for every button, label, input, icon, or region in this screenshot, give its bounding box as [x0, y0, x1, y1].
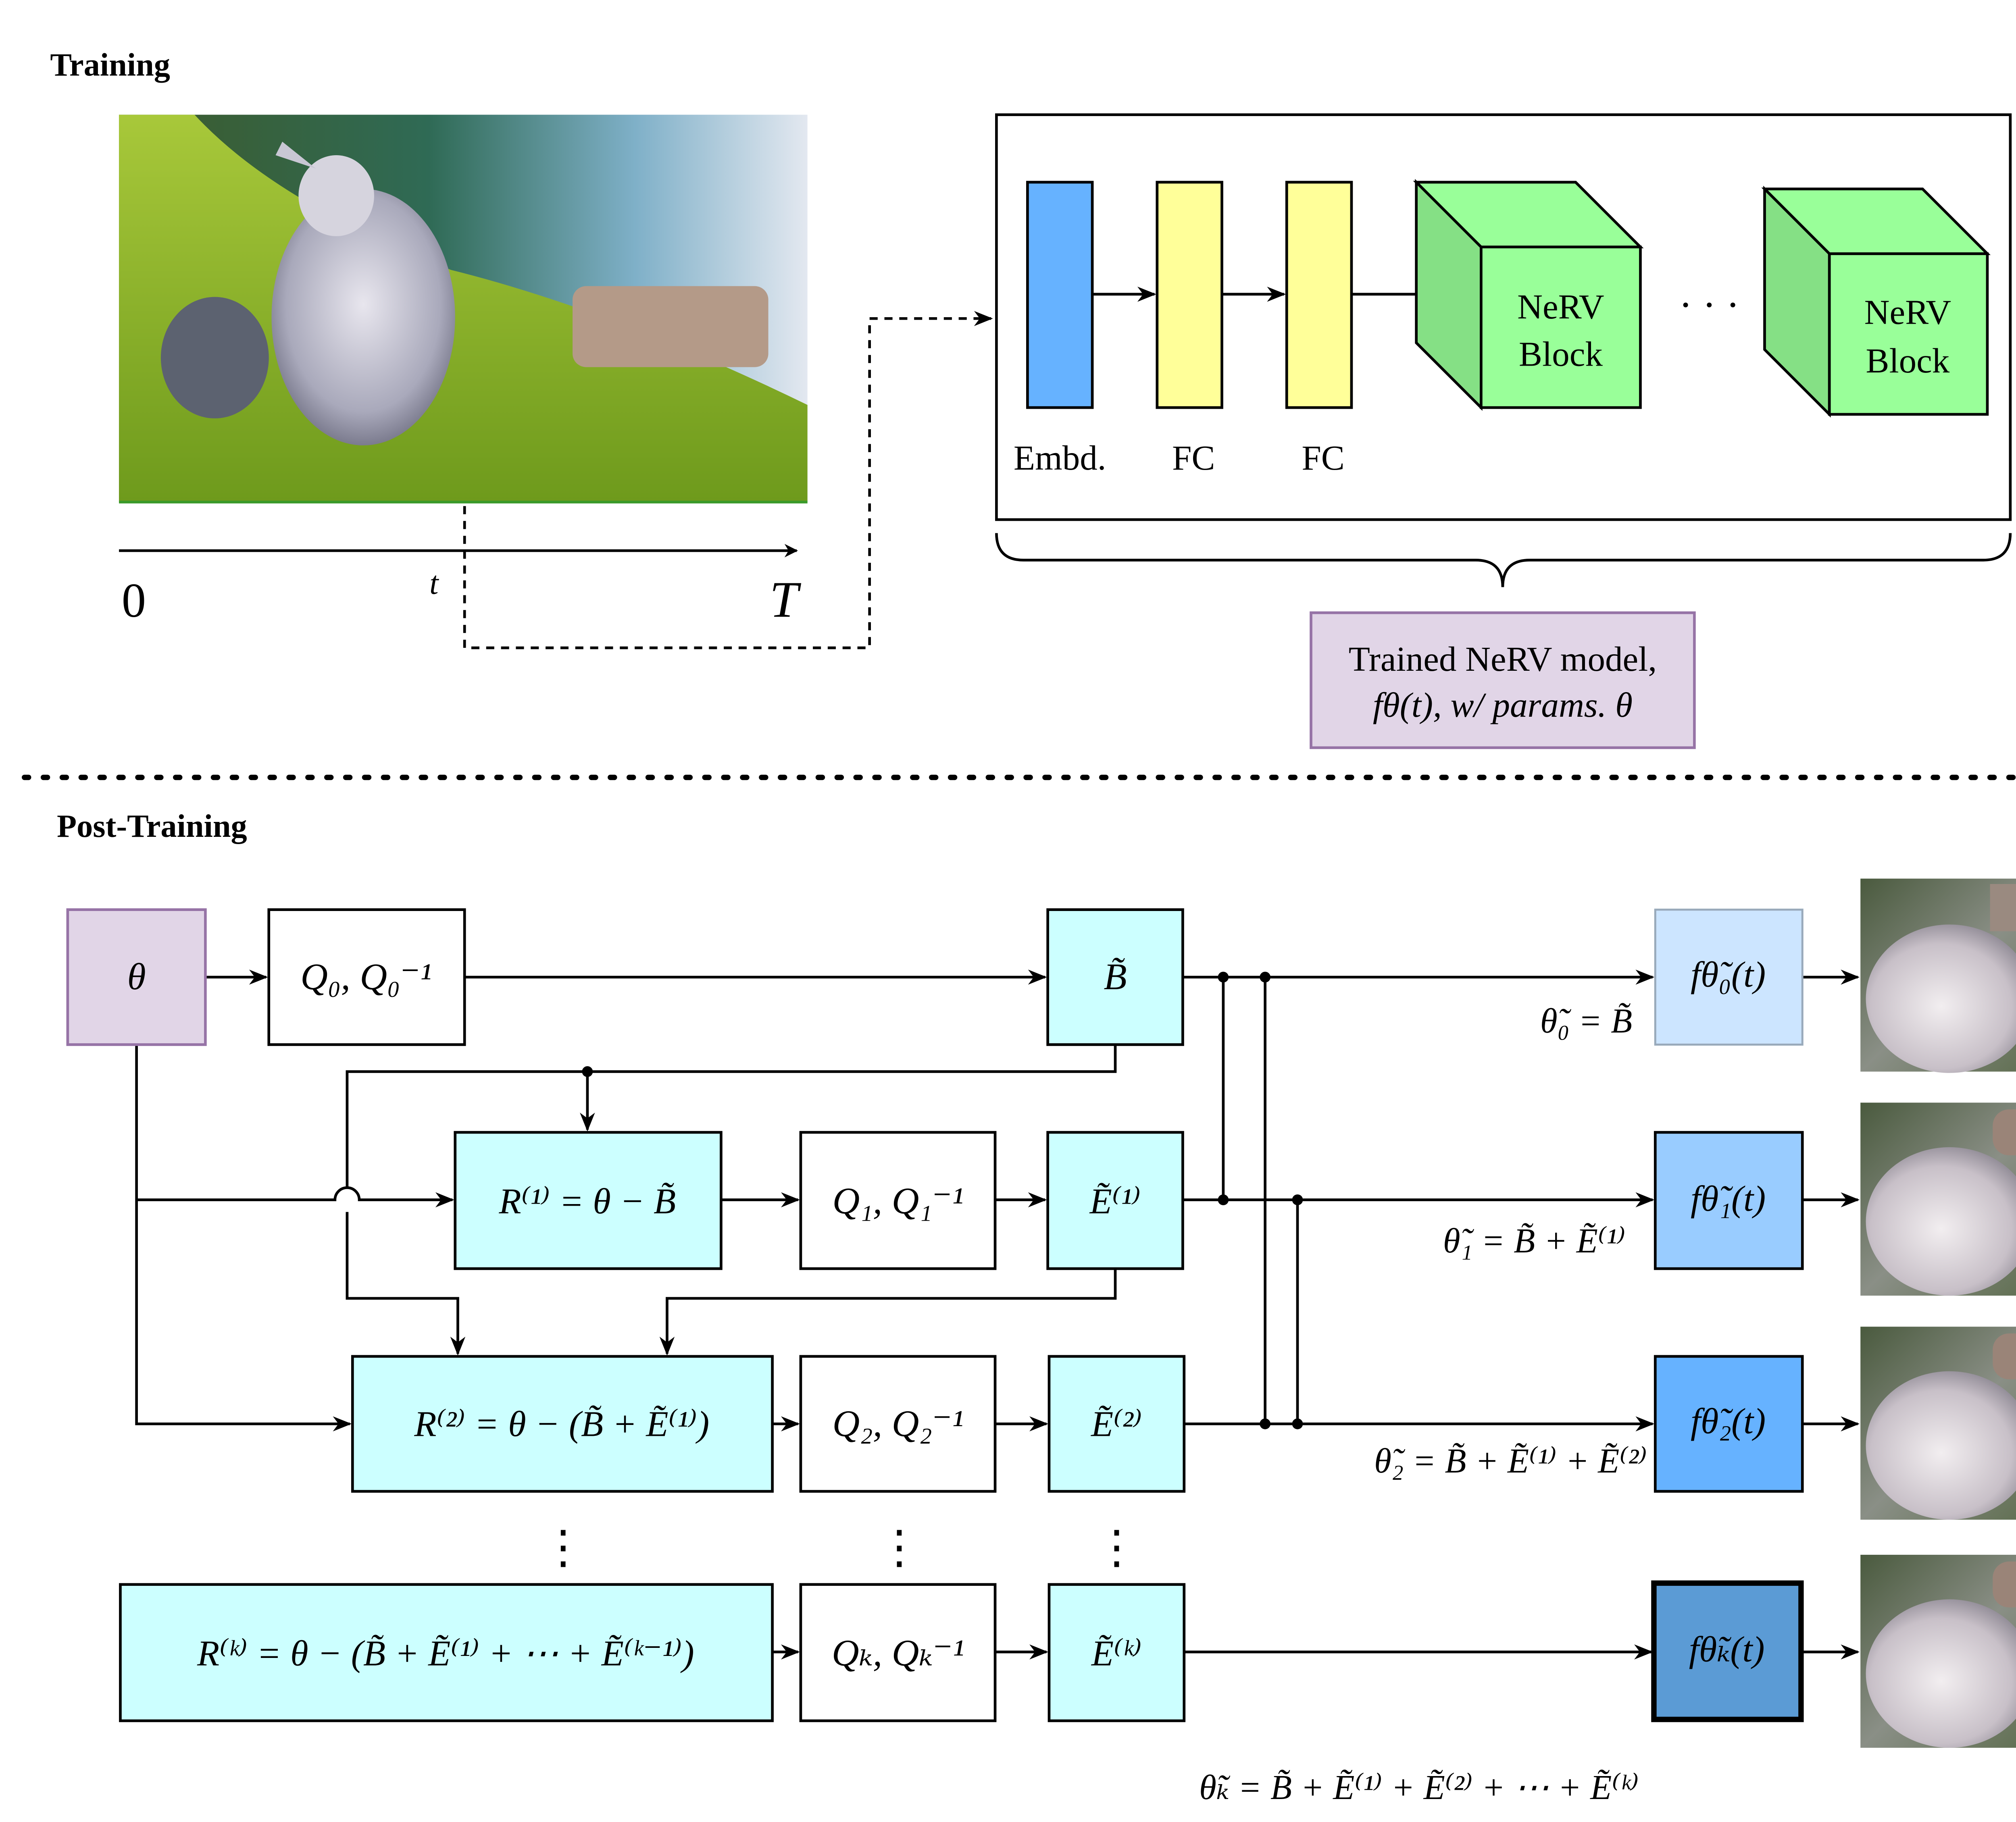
training-heading: Training — [50, 47, 170, 83]
nerv-block-2: NeRV Block — [1761, 185, 1991, 418]
vdots-enhancement: ⋮ — [1093, 1522, 1139, 1573]
decoder-label-2: fθ̃₂(t) — [1691, 1401, 1766, 1441]
decoder-box-1 — [1654, 1131, 1804, 1270]
nerv-block-2-line1: NeRV — [1864, 293, 1951, 332]
decoder-box-k — [1651, 1580, 1804, 1722]
trained-model-box — [1310, 611, 1696, 749]
sum-label-k: θ̃ₖ = B̃ + Ẽ⁽¹⁾ + Ẽ⁽²⁾ + ⋯ + Ẽ⁽ᵏ⁾ — [1199, 1768, 1639, 1807]
quantizer-label-2: Q₂, Q₂⁻¹ — [832, 1402, 963, 1444]
enhancement-label-1: Ẽ⁽¹⁾ — [1089, 1181, 1141, 1221]
embd-layer — [1026, 181, 1094, 409]
residual-box-1 — [454, 1131, 723, 1270]
nerv-block-1-line2: Block — [1519, 334, 1603, 373]
trained-model-line1: Trained NeRV model, — [1349, 639, 1657, 678]
quantizer-box-1 — [799, 1131, 997, 1270]
axis-end-label: T — [770, 571, 802, 628]
enhancement-box-2 — [1048, 1355, 1186, 1493]
fc-layer-2 — [1285, 181, 1353, 409]
theta-box — [66, 908, 207, 1046]
enhancement-label-2: Ẽ⁽²⁾ — [1090, 1403, 1142, 1444]
post-training-heading: Post-Training — [57, 808, 247, 844]
quantizer-box-k — [799, 1583, 997, 1722]
decoder-label-1: fθ̃₁(t) — [1691, 1178, 1766, 1219]
fc2-label: FC — [1302, 438, 1344, 477]
sum-label-2: θ̃₂ = B̃ + Ẽ⁽¹⁾ + Ẽ⁽²⁾ — [1374, 1441, 1647, 1480]
residual-box-k — [119, 1583, 774, 1722]
decoder-box-0 — [1654, 909, 1804, 1046]
vdots-residual: ⋮ — [540, 1522, 586, 1573]
connections — [135, 969, 1860, 1660]
decoder-label-0: fθ̃₀(t) — [1691, 954, 1766, 994]
quantizer-label-k: Qₖ, Qₖ⁻¹ — [832, 1632, 964, 1674]
vdots-quantizer: ⋮ — [876, 1522, 922, 1573]
fc1-label: FC — [1172, 438, 1215, 477]
residual-label-k: R⁽ᵏ⁾ = θ − (B̃ + Ẽ⁽¹⁾ + ⋯ + Ẽ⁽ᵏ⁻¹⁾) — [197, 1633, 694, 1674]
quantizer-label-1: Q₁, Q₁⁻¹ — [832, 1180, 963, 1222]
axis-t-label: t — [429, 565, 439, 601]
dashed-arrow-to-model — [463, 311, 993, 649]
nerv-block-2-line2: Block — [1866, 341, 1949, 380]
decoder-box-2 — [1654, 1355, 1804, 1493]
layers-ellipsis: · · · — [1679, 282, 1740, 327]
enhancement-box-1 — [1046, 1131, 1184, 1270]
residual-label-2: R⁽²⁾ = θ − (B̃ + Ẽ⁽¹⁾) — [414, 1403, 709, 1444]
decoder-label-k: fθ̃ₖ(t) — [1689, 1629, 1765, 1670]
residual-box-2 — [351, 1355, 774, 1493]
sum-label-0: θ̃₀ = B̃ — [1540, 1001, 1632, 1040]
output-image-0 — [1860, 878, 2016, 1073]
output-image-2 — [1860, 1327, 2016, 1520]
video-frame-image — [119, 114, 808, 503]
fc-layer-1 — [1156, 181, 1223, 409]
quantizer-label-0: Q₀, Q₀⁻¹ — [300, 956, 431, 998]
quantizer-box-0 — [267, 908, 466, 1046]
theta-label: θ — [127, 956, 146, 998]
base-box — [1046, 908, 1184, 1046]
enhancement-box-k — [1048, 1583, 1186, 1722]
residual-label-1: R⁽¹⁾ = θ − B̃ — [499, 1181, 676, 1221]
output-image-k — [1860, 1555, 2016, 1748]
base-label: B̃ — [1104, 956, 1127, 998]
output-image-1 — [1860, 1102, 2016, 1296]
quantizer-box-2 — [799, 1355, 997, 1493]
nerv-block-1: NeRV Block — [1413, 179, 1644, 411]
axis-start-label: 0 — [122, 574, 146, 628]
trained-model-line2: fθ(t), w/ params. θ — [1373, 685, 1633, 724]
embd-label: Embd. — [1014, 438, 1106, 477]
enhancement-label-k: Ẽ⁽ᵏ⁾ — [1091, 1633, 1142, 1674]
model-brace — [995, 533, 2012, 587]
nerv-block-1-line1: NeRV — [1517, 287, 1604, 326]
sum-label-1: θ̃₁ = B̃ + Ẽ⁽¹⁾ — [1443, 1221, 1626, 1260]
